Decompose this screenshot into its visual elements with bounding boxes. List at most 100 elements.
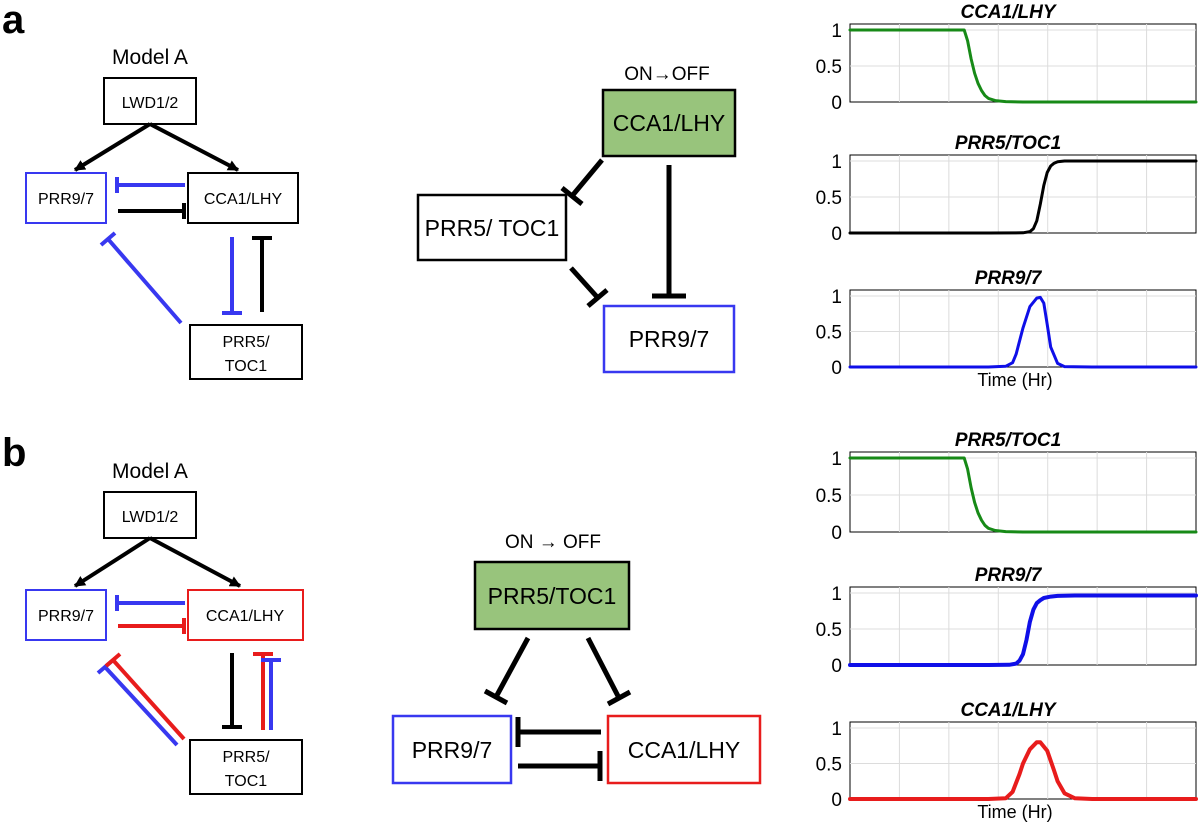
panel-b-on-node-box [473, 560, 631, 631]
chart-title: CCA1/LHY [960, 700, 1057, 721]
panel-a-model-network: Model A LWD1/2 PRR9/7 CCA1/LHY PRR5/ TOC… [25, 46, 303, 380]
chart-y-tick-label: 0 [831, 358, 842, 379]
panel-a-inhibition-cca1-prr5 [222, 237, 242, 315]
chart-title: PRR5/TOC1 [955, 133, 1061, 154]
panel-b-activation-lwd-cca1 [149, 536, 241, 588]
panel-a-motif: ON→OFF CCA1/LHY PRR5/ TOC1 PRR9/7 [416, 64, 737, 374]
chart-x-label: Time (Hr) [977, 802, 1052, 822]
chart-frame [849, 154, 1197, 234]
panel-b-right-node-box [606, 714, 762, 785]
chart-series-line [848, 28, 1198, 104]
panel-a-motif-inhibition-on-mid [560, 158, 604, 206]
panel-b-inhibition-prr5-cca1-red [253, 652, 273, 730]
chart-y-tick-label: 1 [831, 719, 842, 740]
panel-b-motif-inhibition-on-left [483, 636, 531, 706]
panel-b-model-network: Model A LWD1/2 PRR9/7 CCA1/LHY PRR5/ TOC… [25, 460, 304, 795]
panel-a-lwd-box [103, 77, 197, 125]
panel-a-activation-lwd-cca1 [149, 122, 239, 172]
panel-b-inhibition-cca1-prr5 [222, 653, 242, 729]
panel-a-motif-inhibition-mid-target [569, 266, 609, 308]
panel-a-lwd-label: LWD1/2 [122, 95, 179, 112]
panel-a-model-title: Model A [112, 46, 188, 69]
panel-b-on-node-label: PRR5/TOC1 [488, 583, 617, 609]
panel-b-cca1-label: CCA1/LHY [206, 608, 285, 625]
chart-y-tick-label: 0.5 [816, 620, 842, 641]
panel-b-inhibition-cca1-prr97 [115, 595, 185, 611]
chart-title: PRR9/7 [975, 565, 1043, 586]
chart-series-line [848, 740, 1198, 801]
chart-title: PRR9/7 [975, 268, 1043, 289]
panel-a-cca1-box [187, 172, 299, 224]
panel-b-motif: ON → OFF PRR5/TOC1 PRR9/7 CCA1/LHY [391, 532, 762, 785]
chart-y-tick-label: 0 [831, 224, 842, 245]
chart-y-tick-label: 0 [831, 656, 842, 677]
panel-b-prr5-label-2: TOC1 [225, 773, 267, 790]
panel-a-letter: a [2, 0, 25, 42]
panel-b-motif-inhibition-on-right [585, 636, 632, 707]
panel-a-prr5-label-2: TOC1 [225, 358, 267, 375]
panel-a-prr97-box [25, 172, 107, 224]
panel-a-target-node-box [602, 304, 736, 374]
chart-y-tick-label: 1 [831, 287, 842, 308]
chart-y-tick-label: 1 [831, 584, 842, 605]
chart-1: 1 0.5 0 CCA1/LHY [816, 2, 1198, 114]
panel-b-cca1-box [187, 589, 304, 641]
panel-b-lwd-box [103, 491, 197, 539]
panel-b-motif-inhibition-right-left [515, 717, 601, 747]
chart-y-tick-label: 0.5 [816, 486, 842, 507]
chart-title: PRR5/TOC1 [955, 430, 1061, 451]
panel-b-inhibition-prr5-prr97-red [104, 652, 186, 741]
panel-b-prr5-box [189, 739, 303, 795]
panel-b-left-node-box [391, 714, 513, 785]
panel-b-prr97-label: PRR9/7 [38, 608, 94, 625]
chart-y-tick-label: 0 [831, 93, 842, 114]
chart-y-tick-label: 1 [831, 21, 842, 42]
panel-b-inhibition-prr5-cca1-blue [261, 658, 281, 730]
panel-a-inhibition-prr97-cca1 [118, 203, 186, 219]
panel-a-on-node-box [601, 88, 737, 158]
chart-y-tick-label: 0.5 [816, 755, 842, 776]
panel-a-mid-node-label: PRR5/ TOC1 [425, 215, 560, 241]
panel-a-prr5-label-1: PRR5/ [222, 334, 270, 351]
panel-b-letter: b [2, 431, 26, 475]
chart-y-tick-label: 0.5 [816, 323, 842, 344]
panel-a-mid-node-box [416, 193, 568, 262]
panel-a-inhibition-prr5-cca1 [252, 236, 272, 312]
panel-b-inhibition-prr5-prr97-blue [96, 659, 179, 747]
chart-frame [849, 451, 1197, 533]
panel-a-switch-label: ON→OFF [624, 64, 710, 85]
panel-a-motif-inhibition-on-target [652, 165, 686, 299]
panel-a-on-node-label: CCA1/LHY [613, 110, 725, 136]
panel-a-activation-lwd-prr97 [73, 122, 152, 172]
panel-b-model-title: Model A [112, 460, 188, 483]
panel-a-prr97-label: PRR9/7 [38, 191, 94, 208]
panel-b-switch-label: ON → OFF [505, 532, 601, 553]
chart-y-tick-label: 1 [831, 152, 842, 173]
chart-5: 1 0.5 0 PRR9/7 [816, 565, 1198, 677]
panel-b-right-node-label: CCA1/LHY [628, 737, 740, 763]
chart-title: CCA1/LHY [960, 2, 1057, 23]
panel-a-cca1-label: CCA1/LHY [204, 191, 283, 208]
panel-b-prr97-box [25, 589, 107, 641]
panel-b-motif-inhibition-left-right [518, 751, 603, 781]
panel-b-activation-lwd-prr97 [73, 536, 152, 588]
chart-y-tick-label: 0.5 [816, 57, 842, 78]
chart-series-line [848, 295, 1198, 369]
chart-series-line [848, 593, 1198, 667]
panel-a-inhibition-cca1-prr97 [115, 177, 185, 193]
chart-frame [849, 23, 1197, 103]
panel-a-inhibition-prr5-prr97 [99, 231, 183, 325]
panel-b-inhibition-prr97-cca1 [118, 618, 186, 634]
panel-b-lwd-label: LWD1/2 [122, 509, 179, 526]
panel-b-prr5-label-1: PRR5/ [222, 749, 270, 766]
panel-b-left-node-label: PRR9/7 [412, 737, 493, 763]
time-course-charts: 10.50CCA1/LHY10.50PRR5/TOC110.50PRR9/7Ti… [816, 2, 1198, 822]
chart-x-label: Time (Hr) [977, 370, 1052, 390]
chart-y-tick-label: 0 [831, 523, 842, 544]
panel-a-prr5-box [189, 324, 303, 380]
